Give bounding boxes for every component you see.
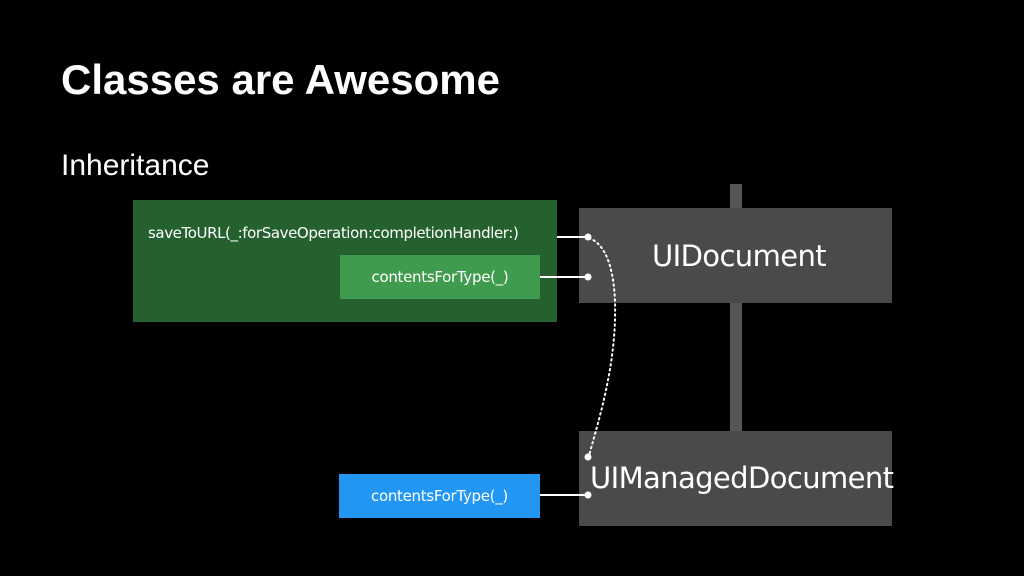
inheritance-line — [730, 302, 742, 432]
uimanageddocument-box — [579, 431, 892, 526]
connector-dot-subclass-top — [584, 453, 592, 461]
superclass-method-save-to-url: saveToURL(_:forSaveOperation:completionH… — [148, 224, 519, 242]
connector-dot-contents-blue — [584, 491, 592, 499]
call-path-dotted — [588, 237, 617, 457]
uidocument-box — [579, 208, 892, 303]
connector-dot-save-to-url — [584, 233, 592, 241]
inheritance-line-top — [730, 184, 742, 210]
superclass-method-contents-for-type: contentsForType(_) — [371, 268, 509, 286]
uimanageddocument-label: UIManagedDocument — [590, 461, 894, 495]
connector-dot-contents-green — [584, 273, 592, 281]
subclass-method-contents-for-type: contentsForType(_) — [371, 487, 508, 505]
subclass-method-pill-bg — [339, 474, 540, 518]
slide-subtitle: Inheritance — [61, 149, 210, 182]
uidocument-label: UIDocument — [652, 239, 827, 273]
superclass-method-pill-bg — [340, 255, 540, 299]
slide-title: Classes are Awesome — [61, 56, 500, 103]
